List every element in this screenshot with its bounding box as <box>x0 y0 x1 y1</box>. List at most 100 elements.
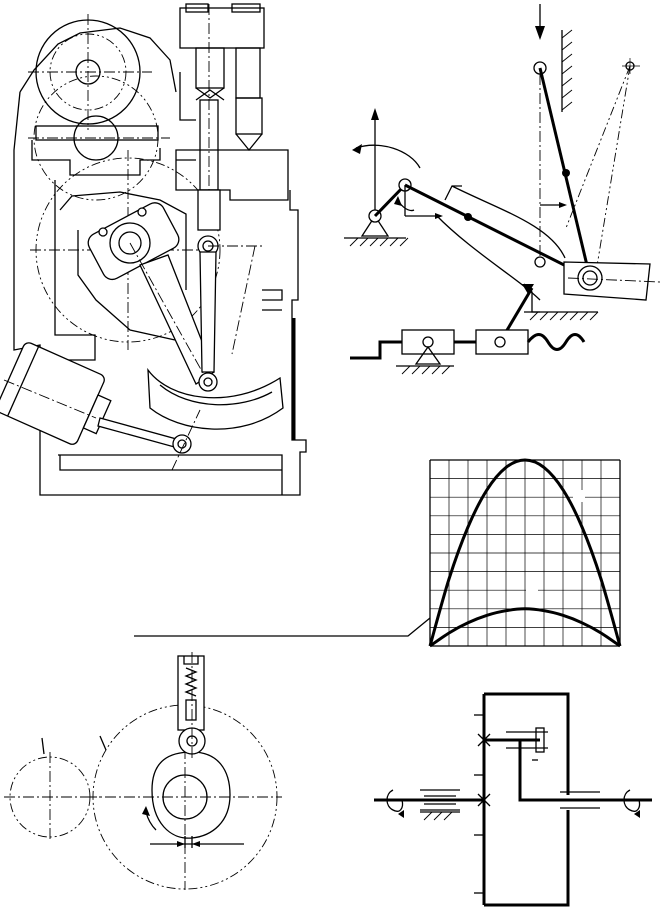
cam-rotation-arrow <box>142 806 150 816</box>
motor-shaft-link <box>97 417 181 449</box>
follower-rod <box>185 699 197 721</box>
track-curve-end <box>444 185 462 201</box>
rotation-arc <box>355 144 421 169</box>
intermediate-bearing <box>506 731 548 749</box>
curve-label-box-lower <box>526 584 538 596</box>
rocker-roller-inner <box>582 270 598 286</box>
rocker-roller-outer <box>577 265 603 291</box>
link-midpoint <box>562 169 570 177</box>
crank-angle-arrow <box>394 196 402 206</box>
cylinder-left-wall <box>176 72 196 161</box>
diagonal-axis <box>231 245 256 355</box>
intermediate-gear <box>535 727 545 753</box>
gear-bearing-block <box>35 125 159 141</box>
gear-train <box>374 692 652 907</box>
right-slider-pin <box>494 336 506 348</box>
valve-tip <box>235 133 263 152</box>
valve-cross <box>195 87 225 101</box>
linkage-mechanism <box>344 4 661 375</box>
valve-body-right <box>235 47 261 99</box>
left-slider-support <box>414 345 442 365</box>
input-force-arrow <box>535 26 545 40</box>
engine-mechanism <box>0 3 307 496</box>
push-rod <box>199 251 217 373</box>
crank-bolt-2 <box>137 207 147 217</box>
rod-centerline <box>129 242 209 383</box>
curve-label-box-upper <box>573 490 585 502</box>
slotted-curved-arm <box>147 367 284 430</box>
leader-line <box>134 617 431 637</box>
valve-cap-1 <box>185 3 209 13</box>
crank-ground-support <box>360 214 390 237</box>
left-slider-pin <box>422 336 434 348</box>
rotation-arrow <box>352 144 362 154</box>
pivot-ray-1 <box>595 65 631 273</box>
crank-pin-inner <box>118 231 142 255</box>
arm-pivot-outer <box>198 372 218 392</box>
valve-lower-right <box>235 97 263 135</box>
motor-flange <box>82 394 112 435</box>
rocker-ground-hatch <box>529 311 599 321</box>
input-rotation <box>386 789 404 812</box>
large-gear-leader <box>99 735 107 751</box>
wall-hatching <box>561 29 573 111</box>
output-rotation-arrow <box>634 810 640 818</box>
motor-axis <box>3 379 97 419</box>
slider-guide-notch <box>262 289 283 311</box>
crank-bolt-1 <box>98 227 108 237</box>
housing-base-line <box>59 455 282 471</box>
output-link-head <box>522 284 534 294</box>
cam-hub <box>162 774 208 820</box>
y-axis-arrow <box>371 108 379 120</box>
slot-inner <box>159 384 273 406</box>
series-1-curve <box>429 607 621 648</box>
piston-crosshead <box>197 189 221 231</box>
input-bearing-hatch <box>423 811 453 821</box>
left-slider-hatch <box>401 365 451 375</box>
input-rod-step <box>350 340 402 360</box>
housing-top-curve <box>19 27 177 93</box>
valve-cap-2 <box>231 3 261 13</box>
motor-link-pin-outer <box>172 434 192 454</box>
series-0-curve <box>428 458 622 647</box>
crank-dim-arrow <box>435 213 443 219</box>
crank-cavity <box>77 230 176 341</box>
output-linkage <box>518 740 600 802</box>
cross-mark-2 <box>477 793 491 807</box>
crank-ground-hatch <box>349 237 409 247</box>
output-spring-wave <box>526 333 586 351</box>
gearbox-outline-bottom <box>484 810 570 907</box>
input-rotation-arrow <box>398 810 404 818</box>
pivot-ray-2 <box>565 65 631 229</box>
output-bearing <box>560 791 600 809</box>
cross-mark-1 <box>477 733 491 747</box>
follower-spring <box>184 667 198 697</box>
cylinder-block <box>175 149 289 201</box>
gearbox-outline-top <box>484 692 570 795</box>
valve-body-left <box>195 47 225 89</box>
offset-arrow-left <box>177 841 185 847</box>
rocker-axis <box>567 277 661 283</box>
link-pin-axis <box>171 409 201 471</box>
coupler-midpoint <box>464 213 472 221</box>
gear-support <box>31 140 161 176</box>
rocker-slider-pin <box>534 256 546 268</box>
track-curve-upper <box>451 185 566 259</box>
housing-base-inner <box>58 454 283 495</box>
offset-arrow-right <box>192 841 200 847</box>
rocker-block <box>563 261 651 301</box>
housing-inner-left <box>54 180 96 361</box>
input-bearing <box>420 789 460 811</box>
valve-head <box>179 7 265 49</box>
coupler-link <box>404 183 591 280</box>
slider-dim-arrow <box>559 202 567 208</box>
cam-mechanism <box>4 652 282 890</box>
drive-motor <box>0 342 112 445</box>
motion-curve-plot <box>134 458 622 648</box>
crank-cover <box>59 191 187 290</box>
motor-rib <box>7 346 40 417</box>
small-gear-leader <box>41 737 45 755</box>
follower-guide-top <box>183 656 199 665</box>
follower-guide <box>177 655 205 731</box>
